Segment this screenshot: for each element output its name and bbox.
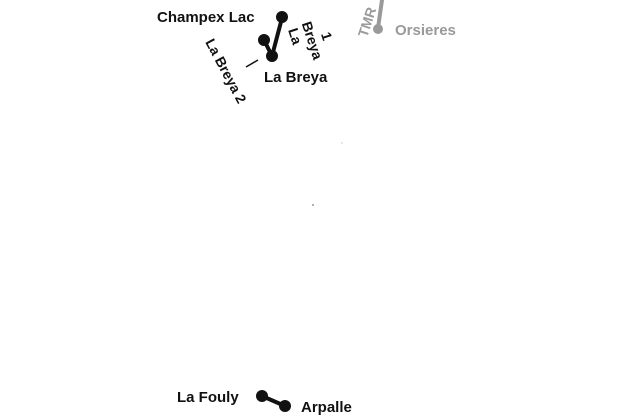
station-la-fouly-label: La Fouly: [177, 389, 239, 406]
la-breya-1-label-word-3: 1: [318, 30, 336, 43]
tmr-line[interactable]: [376, 0, 384, 30]
station-champex-lac-label: Champex Lac: [157, 9, 255, 26]
station-orsieres-marker[interactable]: [373, 24, 383, 34]
station-orsieres-label: Orsieres: [395, 22, 456, 39]
la-breya-1-label-word-1: La: [285, 26, 305, 47]
station-arpalle-label: Arpalle: [301, 399, 352, 416]
station-la-breya-label: La Breya: [264, 69, 328, 86]
la-breya-1-line[interactable]: [270, 16, 284, 58]
la-breya-1-line-label: La Breya 1: [285, 19, 336, 61]
station-champex-lac-marker[interactable]: [276, 11, 288, 23]
la-breya-2-line-label: La Breya 2: [202, 36, 249, 106]
map-speck-1: [341, 142, 343, 144]
map-speck-2: [312, 204, 314, 206]
station-arpalle-marker[interactable]: [279, 400, 291, 412]
la-breya-2-tick: [245, 59, 259, 68]
station-la-breya-marker[interactable]: [266, 50, 278, 62]
tmr-line-label: TMR: [355, 5, 380, 39]
station-la-breya-2-top-marker[interactable]: [258, 34, 270, 46]
station-la-fouly-marker[interactable]: [256, 390, 268, 402]
